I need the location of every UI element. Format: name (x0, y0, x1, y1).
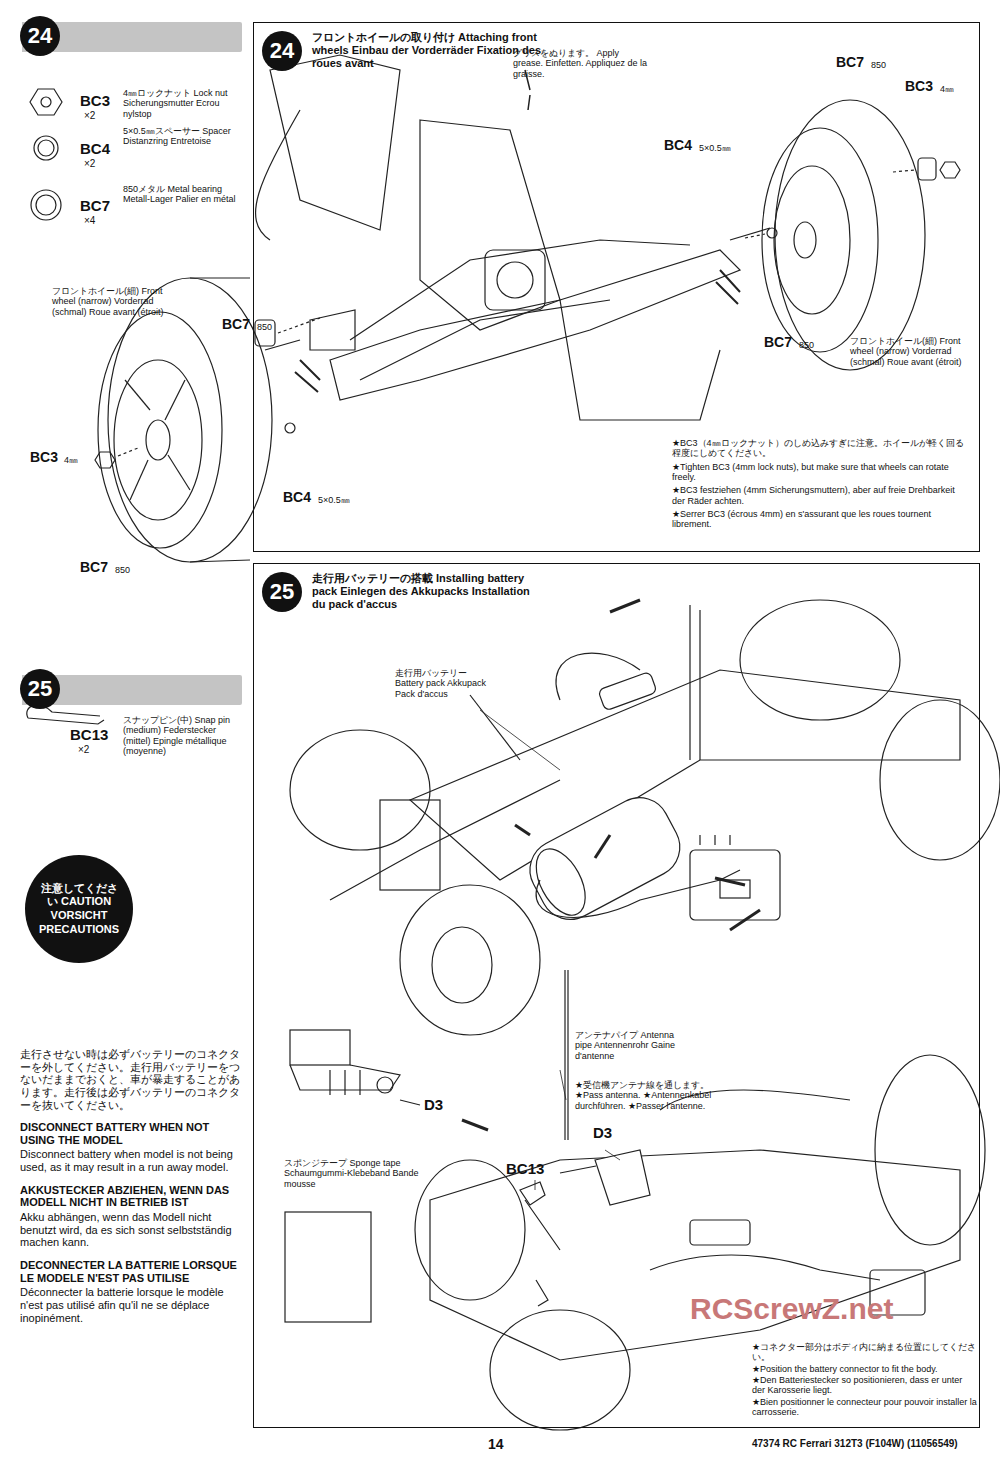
lock-nut-icon (30, 89, 62, 115)
note-text: ★Bien positionner le connecteur pour pou… (752, 1397, 977, 1418)
step-number: 24 (20, 16, 60, 56)
note-text: グリスをぬります。 Apply grease. Einfetten. Appli… (513, 48, 648, 79)
note-text: スポンジテープ Sponge tape Schaumgummi-Klebeban… (284, 1158, 424, 1189)
front-wheel-right (525, 70, 960, 370)
note-text: フロントホイール(細) Front wheel (narrow) Vorderr… (850, 336, 980, 367)
part-size: 850 (257, 322, 287, 332)
note-text: フロントホイール(細) Front wheel (narrow) Vorderr… (52, 286, 177, 317)
step-number: 24 (262, 31, 302, 71)
note-text: ★Tighten BC3 (4mm lock nuts), but make s… (672, 462, 970, 483)
leader-lines (480, 710, 620, 1190)
step-bar: 24 (22, 22, 242, 52)
note-text: ★BC3（4㎜ロックナット）のしめ込みすぎに注意。ホイールが軽く回る程度にしめて… (672, 438, 970, 459)
part-size: 4㎜ (64, 455, 94, 465)
note-text: 850メタル Metal bearing Metall-Lager Palier… (123, 184, 238, 205)
note-text: Disconnect battery when model is not bei… (20, 1148, 242, 1173)
part-size: ×2 (78, 744, 108, 756)
note-text: 47374 RC Ferrari 312T3 (F104W) (11056549… (752, 1438, 992, 1450)
part-size: ×2 (84, 110, 114, 122)
chassis-top-view (290, 600, 1000, 1035)
part-code: BC3 (905, 78, 945, 94)
part-code: BC13 (506, 1160, 551, 1177)
step-title: フロントホイールの取り付け Attaching front wheels Ein… (312, 31, 542, 71)
front-wheel-left (95, 278, 320, 562)
part-code: BC7 (764, 334, 804, 350)
step-panel: 24フロントホイールの取り付け Attaching front wheels E… (253, 22, 980, 552)
part-code: BC7 (80, 559, 120, 575)
part-code: BC7 (80, 197, 120, 214)
part-code: BC4 (283, 489, 323, 505)
bearing-icon (31, 190, 61, 220)
part-size: 850 (871, 60, 901, 70)
spacer-icon (34, 136, 58, 160)
note-text: スナップピン(中) Snap pin (medium) Federstecker… (123, 715, 238, 756)
note-text: 走行させない時は必ずバッテリーのコネクターを外してください。走行用バッテリーをつ… (20, 1048, 242, 1111)
step-number: 25 (262, 572, 302, 612)
part-code: BC4 (664, 137, 704, 153)
note-text: AKKUSTECKER ABZIEHEN, WENN DAS MODELL NI… (20, 1184, 242, 1209)
part-size: ×2 (84, 158, 114, 170)
note-text: DECONNECTER LA BATTERIE LORSQUE LE MODEL… (20, 1259, 242, 1284)
note-text: ★Den Batteriestecker so positionieren, d… (752, 1375, 977, 1396)
part-code: BC7 (222, 316, 262, 332)
front-suspension (256, 55, 770, 420)
chassis-assembled (415, 970, 985, 1430)
note-text: Déconnecter la batterie lorsque le modèl… (20, 1286, 242, 1324)
part-code: D3 (424, 1096, 454, 1113)
note-text: ★受信機アンテナ線を通します。 ★Pass antenna. ★Antennen… (575, 1080, 715, 1111)
note-text: Akku abhängen, wenn das Modell nicht ben… (20, 1211, 242, 1249)
note-text: 4㎜ロックナット Lock nut Sicherungsmutter Ecrou… (123, 88, 238, 119)
step-number: 25 (20, 669, 60, 709)
note-text: ★BC3 festziehen (4mm Sicherungsmuttern),… (672, 485, 970, 506)
step-title: 走行用バッテリーの搭載 Installing battery pack Einl… (312, 572, 542, 612)
part-size: 4㎜ (940, 84, 970, 94)
part-size: 5×0.5㎜ (318, 495, 378, 505)
note-text: アンテナパイプ Antenna pipe Antennenrohr Gaine … (575, 1030, 690, 1061)
part-size: 850 (115, 565, 145, 575)
note-text: DISCONNECT BATTERY WHEN NOT USING THE MO… (20, 1121, 242, 1146)
part-code: BC4 (80, 140, 120, 157)
part-size: 5×0.5㎜ (699, 143, 759, 153)
part-code: D3 (593, 1124, 623, 1141)
caution-badge: 注意してください CAUTION VORSICHT PRECAUTIONS (25, 855, 133, 963)
part-size: 14 (488, 1436, 518, 1452)
note-text: ★コネクター部分はボディ内に納まる位置にしてください。 (752, 1342, 977, 1363)
d3-detail (285, 1030, 488, 1322)
part-size: 850 (799, 340, 829, 350)
caution-text: 注意してください CAUTION VORSICHT PRECAUTIONS (38, 882, 120, 937)
note-text: ★Serrer BC3 (écrous 4mm) en s'assurant q… (672, 509, 970, 530)
note-text: ★Position the battery connector to fit t… (752, 1364, 977, 1374)
note-text: 5×0.5㎜スペーサー Spacer Distanzring Entretois… (123, 126, 238, 147)
part-code: BC13 (70, 726, 120, 743)
part-size: ×4 (84, 215, 114, 227)
part-code: BC3 (80, 92, 120, 109)
step-bar: 25 (22, 675, 242, 705)
note-text: 走行用バッテリー Battery pack Akkupack Pack d'ac… (395, 668, 490, 699)
part-code: BC7 (836, 54, 876, 70)
watermark: RCScrewZ.net (690, 1292, 930, 1327)
